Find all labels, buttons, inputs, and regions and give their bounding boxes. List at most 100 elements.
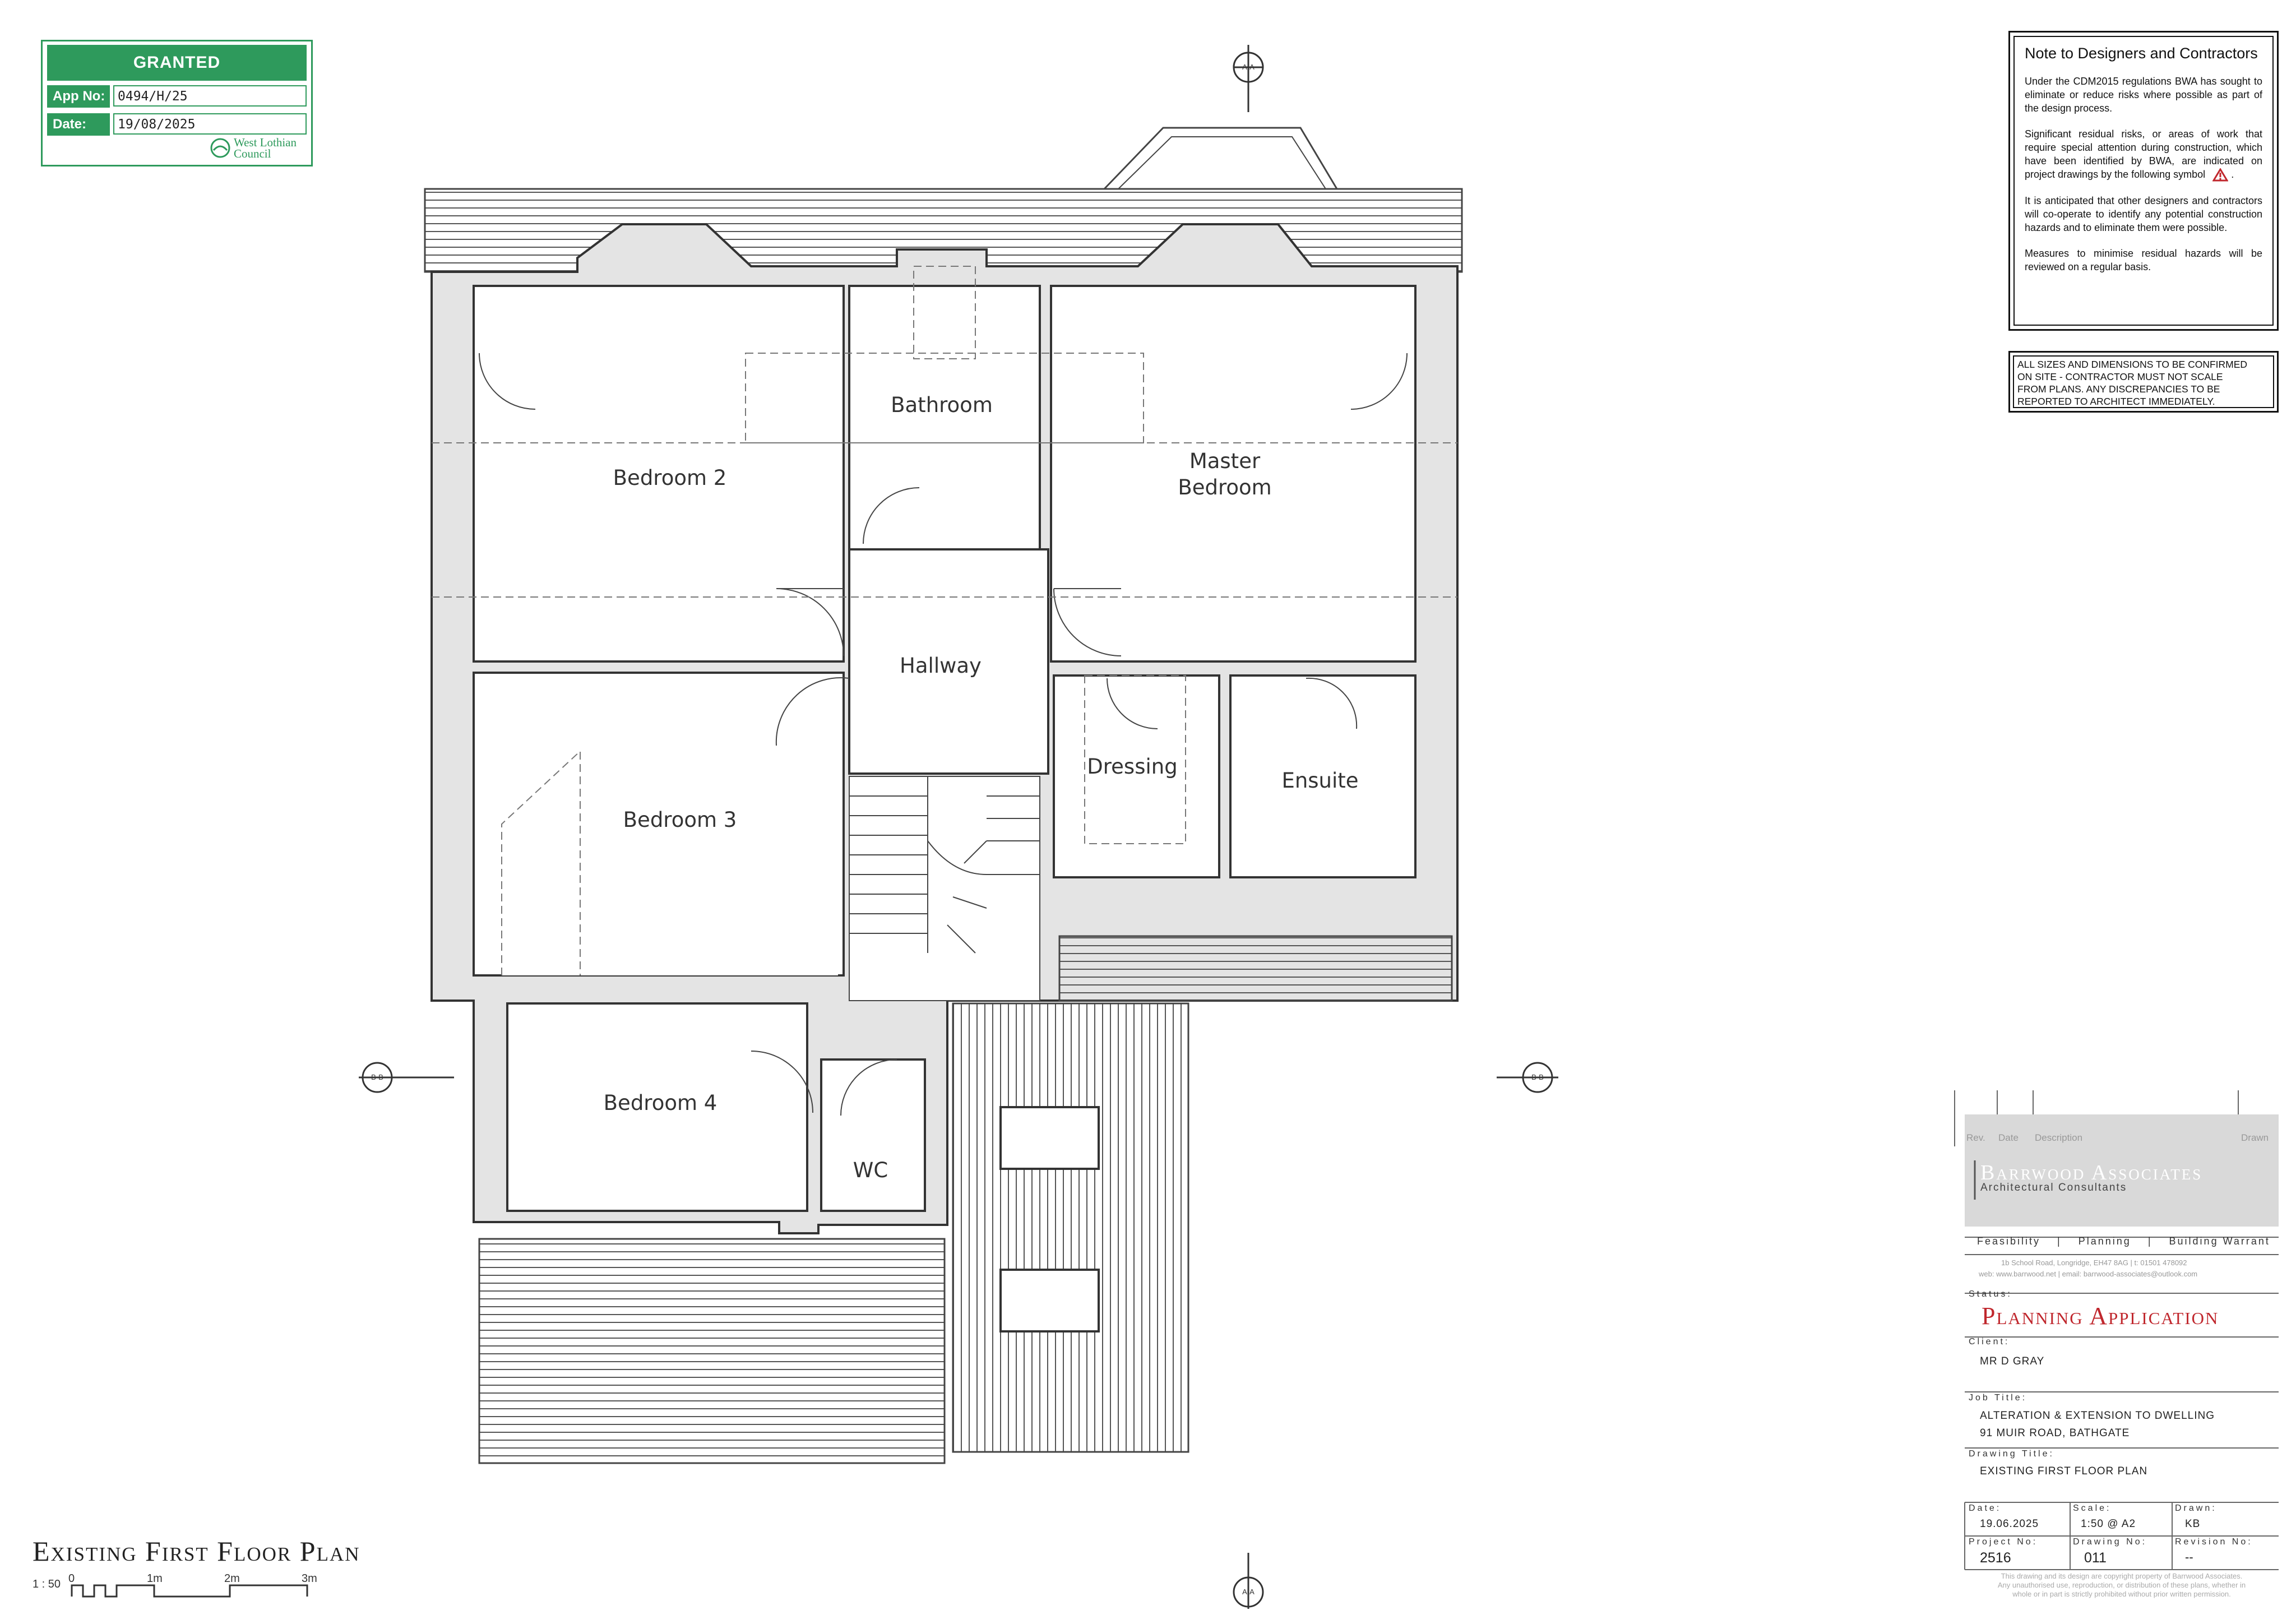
drawn-label: Drawn: [2175, 1503, 2217, 1513]
planning-granted-stamp: GRANTED App No: 0494/H/25 Date: 19/08/20… [41, 40, 313, 166]
client-label: Client: [1969, 1337, 2010, 1347]
service-sep-1: | [2057, 1236, 2062, 1247]
room-dressing [1053, 674, 1220, 878]
copyright-line-1: This drawing and its design are copyrigh… [2001, 1572, 2243, 1580]
scale-tick-3: 3m [302, 1572, 317, 1585]
council-logo: West Lothian Council [210, 136, 297, 160]
room-bedroom-3-b [502, 751, 838, 975]
door-swings [479, 353, 1408, 1116]
scale-tick-0: 0 [68, 1572, 75, 1585]
status-value: Planning Application [1982, 1302, 2219, 1330]
scale-bar [71, 1584, 308, 1598]
council-crest-icon [210, 138, 230, 158]
date-label: Date: [1969, 1503, 2002, 1513]
rev-header-date: Date [1998, 1132, 2019, 1143]
rooflight-2 [999, 1269, 1100, 1332]
drawing-no-value: 011 [2084, 1550, 2107, 1566]
service-planning: Planning [2078, 1236, 2131, 1247]
room-master-bedroom [1050, 285, 1417, 663]
drawing-title-label: Drawing Title: [1969, 1449, 2054, 1459]
room-wc [820, 1058, 926, 1212]
room-bedroom-4 [506, 1002, 808, 1212]
notes-title: Note to Designers and Contractors [2025, 45, 2258, 62]
revision-value: -- [2185, 1550, 2193, 1564]
notes-paragraph-3: It is anticipated that other designers a… [2025, 195, 2262, 234]
scale-tick-2: 2m [224, 1572, 240, 1585]
label-bedroom-2: Bedroom 2 [613, 466, 727, 490]
section-marker-bottom [1233, 1553, 1264, 1609]
services-line: Feasibility | Planning | Building Warran… [1977, 1236, 2270, 1247]
room-bathroom [848, 285, 1041, 550]
warning-line-3: FROM PLANS. ANY DISCREPANCIES TO BE [2017, 383, 2220, 395]
label-ensuite: Ensuite [1281, 769, 1358, 793]
notes-paragraph-2-end: . [2231, 169, 2234, 180]
service-feasibility: Feasibility [1977, 1236, 2041, 1247]
staircase [849, 776, 1040, 1001]
section-marker-top [1233, 45, 1264, 112]
copyright-notice: This drawing and its design are copyrigh… [1965, 1572, 2279, 1599]
address-line-2: web: www.barrwood.net | email: barrwood-… [1979, 1270, 2198, 1278]
section-marker-left [359, 1062, 454, 1093]
stamp-status: GRANTED [47, 45, 307, 81]
company-banner [1965, 1114, 2279, 1227]
project-no-value: 2516 [1980, 1550, 2011, 1566]
label-wc: WC [853, 1158, 888, 1182]
notes-paragraph-4: Measures to minimise residual hazards wi… [2025, 248, 2262, 273]
scale-tick-1: 1m [147, 1572, 163, 1585]
warning-line-1: ALL SIZES AND DIMENSIONS TO BE CONFIRMED [2017, 359, 2248, 370]
revision-label: Revision No: [2175, 1537, 2253, 1547]
notes-paragraph-2-text: Significant residual risks, or areas of … [2025, 128, 2262, 180]
scale-value: 1:50 @ A2 [2081, 1518, 2136, 1530]
room-interiors [473, 285, 1417, 1212]
company-subtitle: Architectural Consultants [1980, 1182, 2127, 1193]
drawing-title: Existing First Floor Plan [33, 1535, 360, 1567]
copyright-line-3: whole or in part is strictly prohibited … [2012, 1590, 2231, 1598]
notes-paragraph-1: Under the CDM2015 regulations BWA has so… [2025, 76, 2262, 114]
job-title-line1: ALTERATION & EXTENSION TO DWELLING [1980, 1410, 2215, 1422]
section-marker-right [1497, 1062, 1558, 1093]
overhead-dashed-lines [432, 266, 1457, 975]
council-name-line1: West Lothian [233, 136, 297, 149]
stamp-app-no-row: App No: 0494/H/25 [47, 85, 307, 108]
service-sep-2: | [2147, 1236, 2152, 1247]
label-dressing: Dressing [1087, 755, 1177, 779]
rev-header-rev: Rev. [1966, 1132, 1985, 1143]
stamp-date-label: Date: [47, 113, 110, 136]
warning-line-2: ON SITE - CONTRACTOR MUST NOT SCALE [2017, 371, 2223, 382]
rev-header-drawn: Drawn [2241, 1132, 2269, 1143]
date-value: 19.06.2025 [1980, 1518, 2039, 1530]
stamp-app-no: 0494/H/25 [113, 85, 307, 107]
label-bathroom: Bathroom [891, 393, 993, 417]
hazard-triangle-icon [2212, 168, 2229, 182]
drawing-no-label: Drawing No: [2073, 1537, 2147, 1547]
label-hallway: Hallway [900, 654, 982, 678]
copyright-line-2: Any unauthorised use, reproduction, or d… [1997, 1581, 2246, 1589]
stamp-app-no-label: App No: [47, 85, 110, 108]
stamp-date-row: Date: 19/08/2025 [47, 113, 307, 136]
scale-label: Scale: [2073, 1503, 2112, 1513]
rear-roof-left [478, 1238, 946, 1464]
service-building-warrant: Building Warrant [2169, 1236, 2270, 1247]
client-value: MR D GRAY [1980, 1355, 2045, 1367]
status-label: Status: [1969, 1289, 2012, 1299]
rear-roof-right [952, 935, 1453, 1453]
room-bedroom-2 [473, 285, 845, 663]
job-title-label: Job Title: [1969, 1393, 2027, 1403]
label-master-line1: Master [1189, 449, 1261, 473]
warning-line-4: REPORTED TO ARCHITECT IMMEDIATELY. [2017, 396, 2215, 407]
section-label-left: B-B [371, 1073, 383, 1081]
rooflight-1 [999, 1106, 1100, 1170]
room-hallway [848, 548, 1049, 775]
label-bedroom-4: Bedroom 4 [604, 1091, 718, 1115]
section-label-right: B-B [1531, 1073, 1544, 1081]
label-bedroom-3: Bedroom 3 [623, 808, 737, 832]
company-name: Barrwood Associates [1980, 1161, 2203, 1185]
dimensions-warning-box: ALL SIZES AND DIMENSIONS TO BE CONFIRMED… [2008, 351, 2279, 413]
rev-header-description: Description [2035, 1132, 2083, 1143]
label-master-line2: Bedroom [1178, 475, 1271, 499]
notes-paragraph-2: Significant residual risks, or areas of … [2025, 127, 2262, 182]
stamp-date: 19/08/2025 [113, 113, 307, 135]
drawn-value: KB [2185, 1518, 2201, 1530]
section-label-top: A-A [1242, 63, 1255, 71]
